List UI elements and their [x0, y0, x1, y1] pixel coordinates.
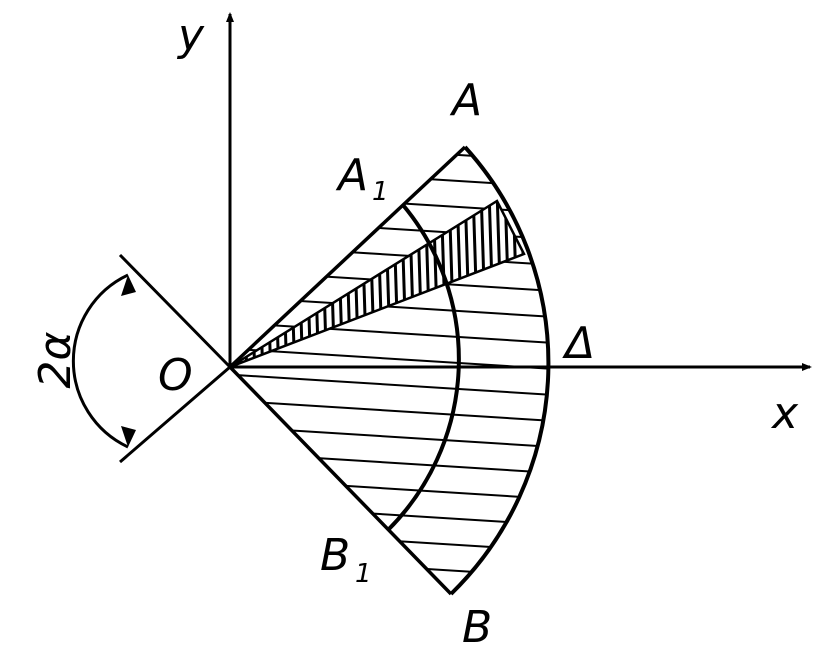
hatch-line [220, 608, 570, 630]
point-b1-label: B [320, 530, 350, 581]
wedge-hatch-line [319, 201, 329, 367]
point-delta-label: Δ [562, 318, 595, 369]
point-a1-subscript: 1 [372, 177, 389, 207]
wedge-hatch-line [519, 201, 524, 367]
angle-guide-lower [119, 365, 231, 464]
angle-arrow-lower-icon [121, 426, 136, 447]
inner-arc-a1b1 [386, 203, 461, 532]
wedge-hatch-line [303, 201, 313, 367]
wedge-hatch-line [295, 201, 305, 367]
hatch-line [230, 581, 549, 594]
point-a1-label: A [335, 150, 368, 201]
wedge-hatch-line [231, 201, 241, 367]
hatch-line [230, 321, 549, 345]
wedge-hatch-line [343, 201, 353, 367]
hatch-line [230, 529, 549, 553]
point-a-label: A [449, 75, 482, 126]
wedge-hatch-line [327, 201, 337, 367]
x-axis-label: x [770, 388, 799, 439]
angle-arrow-upper-icon [121, 275, 136, 296]
wedge-outline [229, 199, 526, 369]
hatch-line [230, 399, 549, 423]
wedge-hatch-line [529, 190, 535, 380]
hatch-line [230, 165, 549, 189]
hatch-line [230, 425, 549, 449]
angle-arc [71, 273, 129, 449]
point-b-label: B [462, 602, 492, 653]
angle-label: 2α [30, 332, 81, 389]
hatch-line [230, 555, 549, 579]
ray-ob [228, 365, 453, 596]
point-b1-subscript: 1 [355, 559, 372, 589]
outer-arc-ab [449, 145, 551, 596]
y-axis-label: y [176, 10, 205, 61]
origin-label: O [158, 350, 193, 401]
wedge-hatch-line [351, 201, 361, 367]
wedge-hatch-line [335, 201, 345, 367]
angle-guide-upper [118, 253, 232, 369]
hatch-line [230, 147, 549, 163]
hatch-line [230, 451, 549, 475]
ray-oa [228, 145, 467, 369]
hatch-line [230, 373, 549, 397]
